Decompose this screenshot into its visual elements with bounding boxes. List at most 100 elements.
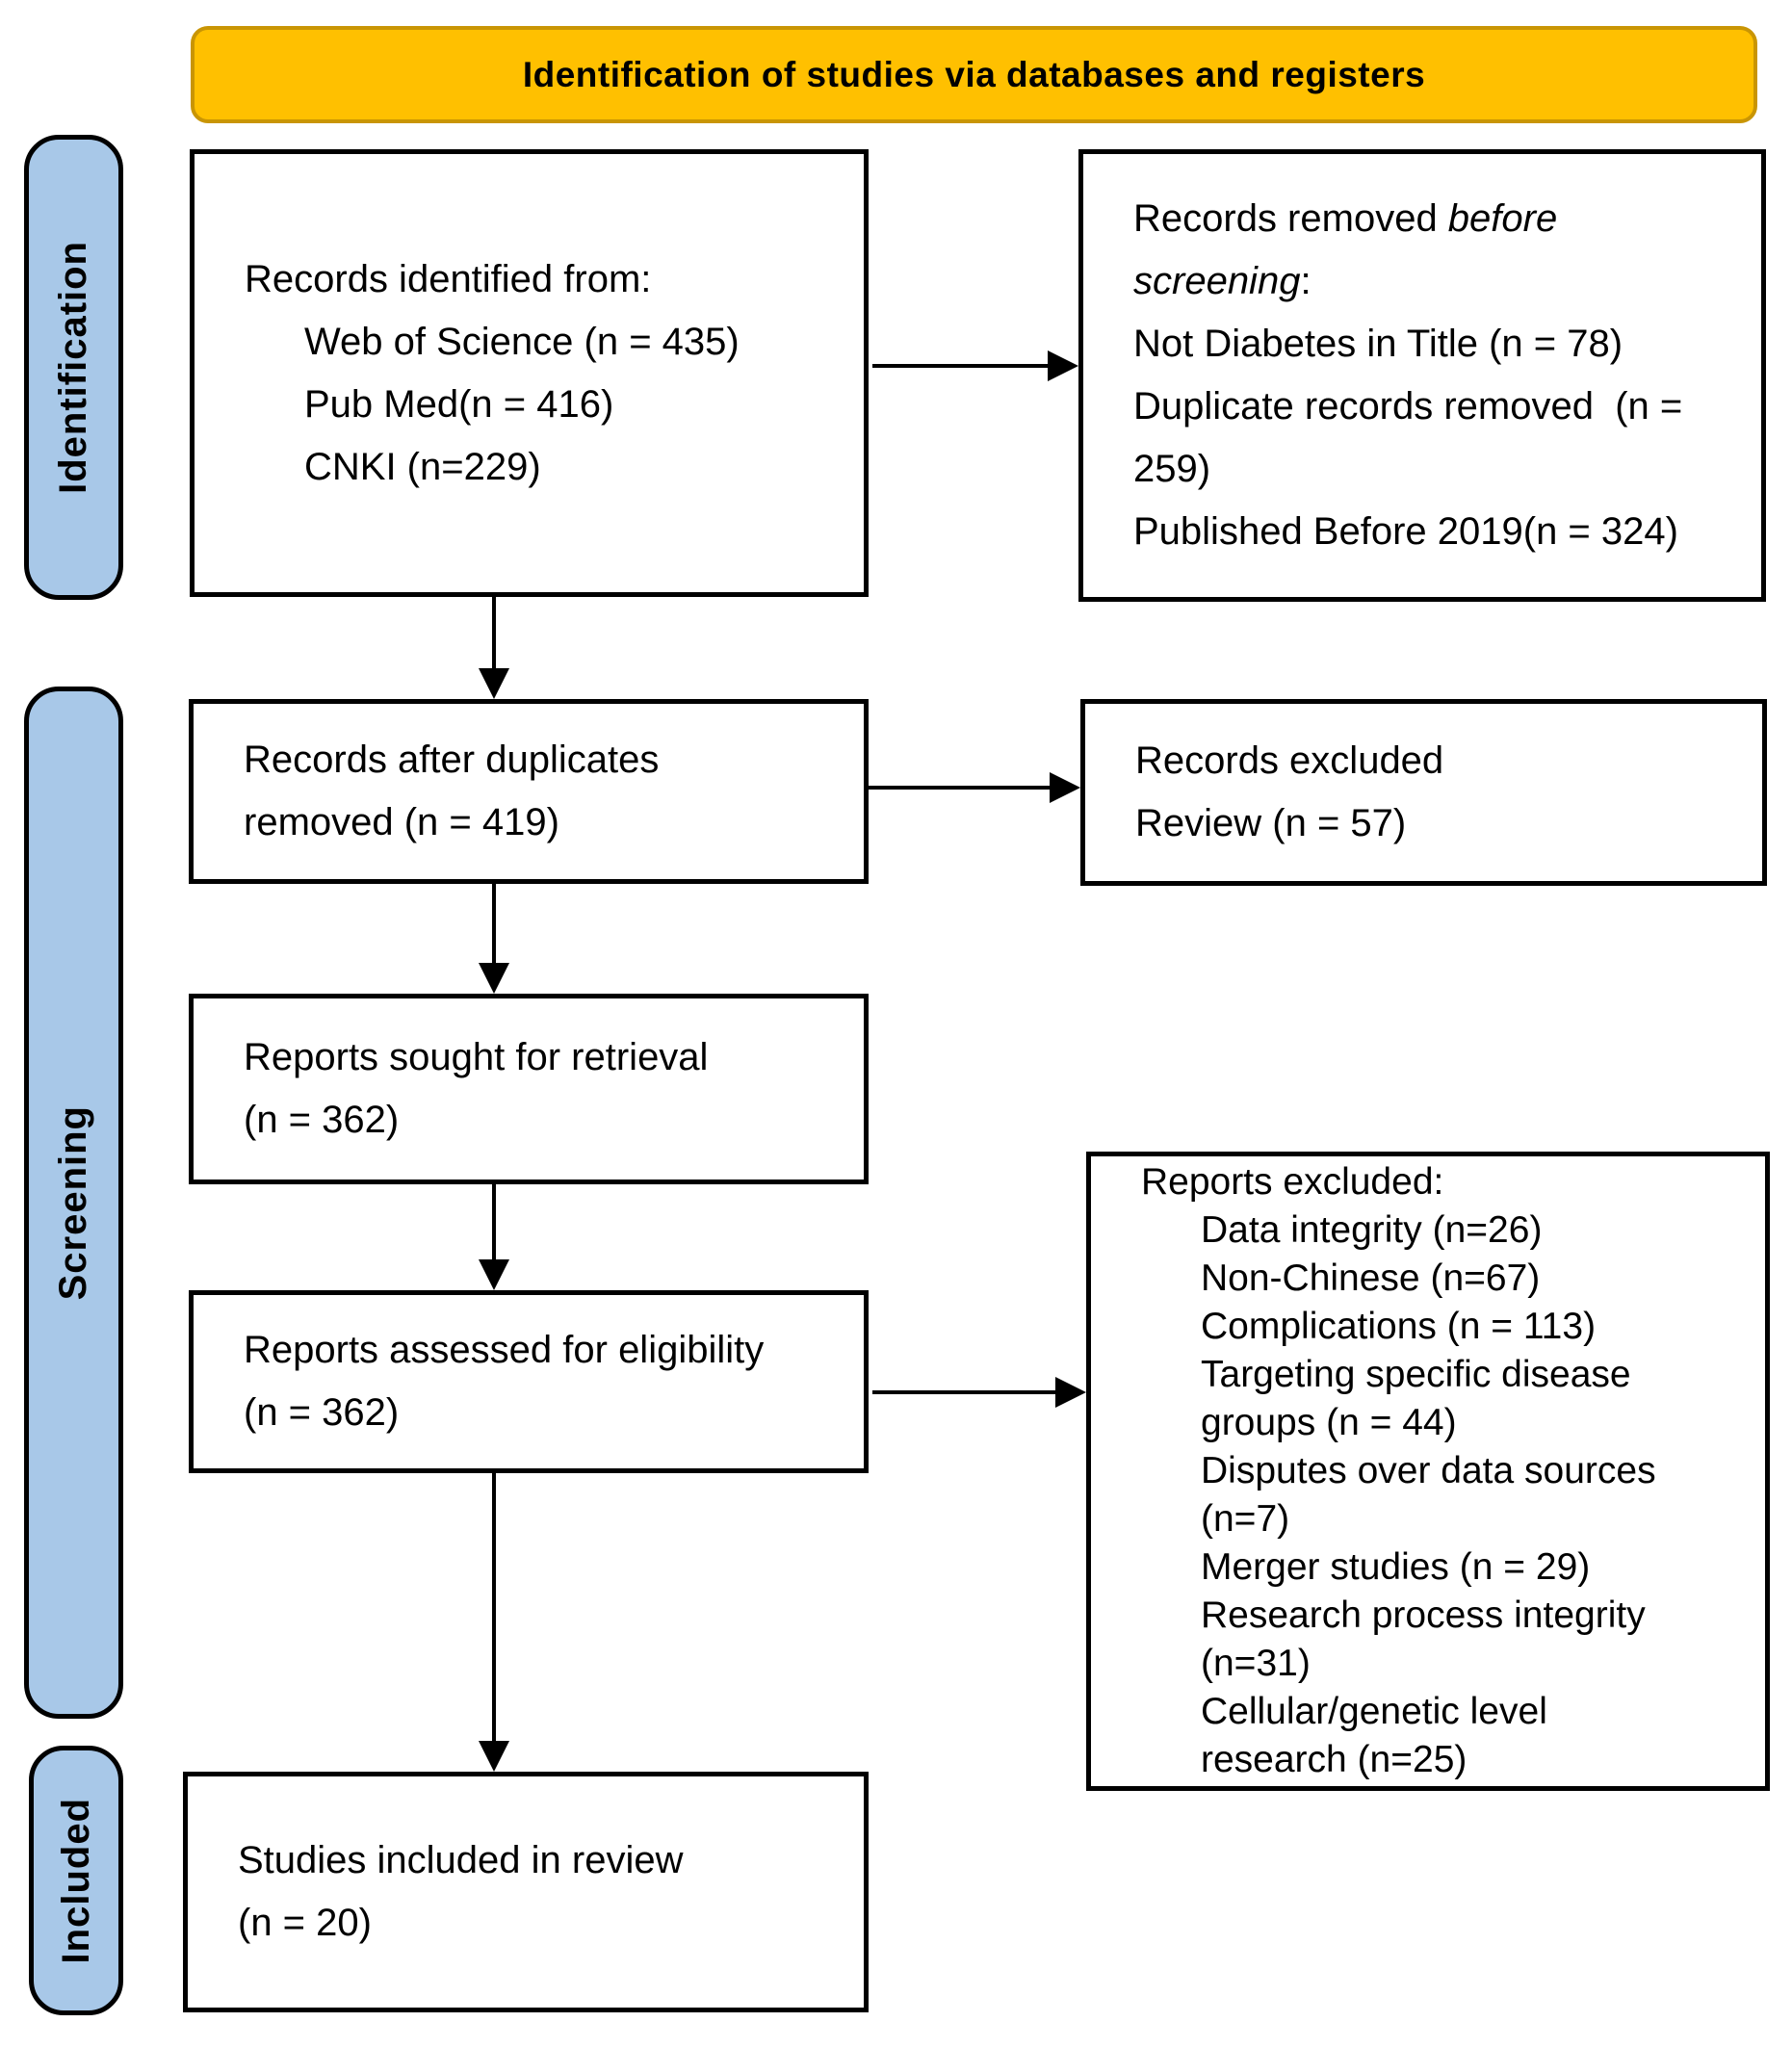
- text-line: Non-Chinese (n=67): [1201, 1255, 1740, 1303]
- text-segment: (n=31): [1201, 1643, 1311, 1684]
- box-studies-included: Studies included in review (n = 20): [183, 1772, 869, 2012]
- text-segment: removed (n = 419): [244, 801, 559, 843]
- text-segment: (n = 20): [238, 1902, 372, 1944]
- text-segment: Reports excluded:: [1141, 1161, 1444, 1203]
- text-segment: Cellular/genetic level: [1201, 1691, 1547, 1732]
- text-line: Pub Med(n = 416): [304, 374, 839, 436]
- phase-label-identification-text: Identification: [52, 241, 94, 494]
- text-segment: Web of Science (n = 435): [304, 320, 740, 363]
- text-segment: Duplicate records removed (n =: [1133, 385, 1683, 428]
- text-line: 259): [1133, 438, 1736, 501]
- text-segment: Data integrity (n=26): [1201, 1209, 1543, 1251]
- phase-label-screening-text: Screening: [52, 1104, 94, 1301]
- text-line: Data integrity (n=26): [1201, 1206, 1740, 1255]
- text-line: (n = 20): [238, 1892, 839, 1955]
- box-reports-assessed-text: Reports assessed for eligibility (n = 362…: [194, 1319, 864, 1444]
- text-line: Records excluded: [1135, 730, 1737, 792]
- text-segment: Published Before 2019(n = 324): [1133, 510, 1678, 553]
- arrow-identified-to-deduplicated-shaft: [492, 597, 496, 668]
- phase-label-identification: Identification: [24, 135, 123, 600]
- text-line: groups (n = 44): [1201, 1399, 1740, 1447]
- box-records-identified-text: Records identified from: Web of Science (…: [195, 248, 864, 499]
- phase-label-included: Included: [29, 1746, 123, 2015]
- arrow-deduplicated-to-sought-head: [479, 963, 509, 994]
- text-line: CNKI (n=229): [304, 436, 839, 499]
- box-reports-excluded: Reports excluded: Data integrity (n=26) No…: [1086, 1152, 1770, 1791]
- phase-label-included-text: Included: [54, 1797, 97, 1964]
- text-line: screening:: [1133, 250, 1736, 313]
- text-line: Records after duplicates: [244, 729, 839, 791]
- text-line: Reports assessed for eligibility: [244, 1319, 839, 1382]
- text-segment: Targeting specific disease: [1201, 1354, 1631, 1395]
- diagram-title-banner: Identification of studies via databases …: [191, 26, 1757, 123]
- text-segment: Records identified from:: [245, 257, 652, 300]
- arrow-sought-to-assessed-head: [479, 1259, 509, 1290]
- arrow-assessed-to-reports-excluded-shaft: [872, 1390, 1055, 1394]
- text-line: Records identified from:: [245, 248, 839, 311]
- text-line: Complications (n = 113): [1201, 1303, 1740, 1351]
- text-line: Merger studies (n = 29): [1201, 1543, 1740, 1592]
- text-segment: Complications (n = 113): [1201, 1306, 1597, 1347]
- italic-text-segment: screening: [1133, 260, 1301, 302]
- text-line: (n=31): [1201, 1640, 1740, 1688]
- text-segment: Records after duplicates: [244, 739, 660, 781]
- arrow-sought-to-assessed-shaft: [492, 1184, 496, 1259]
- text-line: Web of Science (n = 435): [304, 311, 839, 374]
- text-line: (n=7): [1201, 1495, 1740, 1543]
- text-segment: CNKI (n=229): [304, 445, 541, 488]
- arrow-identified-to-removed-head: [1048, 350, 1078, 381]
- text-segment: Not Diabetes in Title (n = 78): [1133, 323, 1623, 365]
- text-segment: Review (n = 57): [1135, 802, 1407, 844]
- text-line: Duplicate records removed (n =: [1133, 376, 1736, 438]
- text-line: Published Before 2019(n = 324): [1133, 501, 1736, 563]
- phase-label-screening: Screening: [24, 687, 123, 1719]
- text-segment: (n = 362): [244, 1099, 400, 1141]
- text-segment: Disputes over data sources: [1201, 1450, 1656, 1491]
- text-line: Not Diabetes in Title (n = 78): [1133, 313, 1736, 376]
- text-line: research (n=25): [1201, 1736, 1740, 1784]
- text-line: (n = 362): [244, 1089, 839, 1152]
- text-segment: Records excluded: [1135, 739, 1444, 782]
- text-segment: Studies included in review: [238, 1839, 684, 1881]
- text-segment: (n = 362): [244, 1391, 400, 1434]
- arrow-identified-to-deduplicated-head: [479, 668, 509, 699]
- text-segment: Reports sought for retrieval: [244, 1036, 709, 1078]
- box-reports-assessed: Reports assessed for eligibility (n = 362…: [189, 1290, 869, 1473]
- box-reports-sought-text: Reports sought for retrieval (n = 362): [194, 1026, 864, 1152]
- diagram-title: Identification of studies via databases …: [522, 54, 1426, 94]
- arrow-assessed-to-included-head: [479, 1741, 509, 1772]
- arrow-deduplicated-to-sought-shaft: [492, 884, 496, 963]
- text-segment: :: [1300, 260, 1312, 302]
- text-line: Reports excluded:: [1141, 1158, 1740, 1206]
- arrow-deduplicated-to-excluded-head: [1050, 772, 1080, 803]
- box-reports-excluded-text: Reports excluded: Data integrity (n=26) No…: [1091, 1158, 1765, 1784]
- text-segment: Records removed: [1133, 197, 1448, 240]
- text-line: Review (n = 57): [1135, 792, 1737, 855]
- text-segment: Pub Med(n = 416): [304, 382, 614, 426]
- text-segment: Research process integrity: [1201, 1594, 1646, 1636]
- box-reports-sought: Reports sought for retrieval (n = 362): [189, 994, 869, 1184]
- text-segment: 259): [1133, 448, 1211, 490]
- text-line: Disputes over data sources: [1201, 1447, 1740, 1495]
- italic-text-segment: before: [1447, 197, 1558, 240]
- arrow-deduplicated-to-excluded-shaft: [869, 786, 1050, 790]
- text-line: Reports sought for retrieval: [244, 1026, 839, 1089]
- text-line: removed (n = 419): [244, 791, 839, 854]
- text-line: (n = 362): [244, 1382, 839, 1444]
- text-segment: Non-Chinese (n=67): [1201, 1257, 1541, 1299]
- text-segment: Merger studies (n = 29): [1201, 1546, 1591, 1588]
- text-line: Records removed before: [1133, 188, 1736, 250]
- box-records-after-duplicates: Records after duplicates removed (n = 419…: [189, 699, 869, 884]
- text-line: Research process integrity: [1201, 1592, 1740, 1640]
- arrow-assessed-to-included-shaft: [492, 1473, 496, 1741]
- text-line: Cellular/genetic level: [1201, 1688, 1740, 1736]
- box-records-after-duplicates-text: Records after duplicates removed (n = 419…: [194, 729, 864, 854]
- arrow-assessed-to-reports-excluded-head: [1055, 1377, 1086, 1408]
- text-segment: (n=7): [1201, 1498, 1290, 1540]
- text-line: Targeting specific disease: [1201, 1351, 1740, 1399]
